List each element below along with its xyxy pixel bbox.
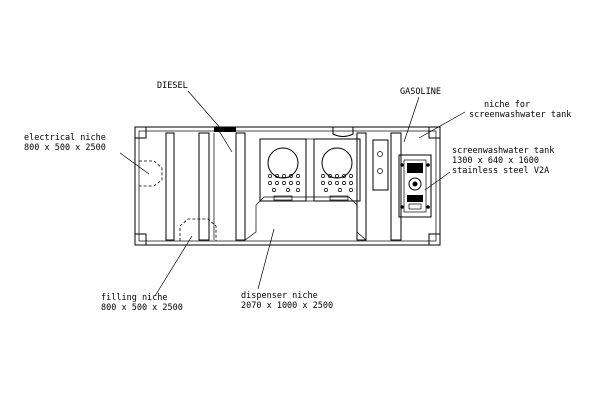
electrical-niche-outline [139, 160, 163, 187]
gasoline-column [372, 139, 389, 191]
label-dispenser-2: 2070 x 1000 x 2500 [241, 301, 333, 311]
label-tank-3: stainless steel V2A [452, 166, 549, 176]
label-tank-1: screenwashwater tank [452, 146, 554, 156]
label-filling-2: 800 x 500 x 2500 [101, 303, 183, 313]
label-filling-1: filling niche [101, 293, 168, 303]
dispenser-right [313, 138, 361, 202]
container-body [134, 126, 441, 246]
label-electrical-1: electrical niche [24, 133, 106, 143]
label-diesel: DIESEL [157, 81, 188, 91]
leader-lines [119, 90, 466, 297]
structural-posts [165, 132, 402, 241]
diesel-fill-pipe [214, 127, 236, 132]
filling-niche-outline [179, 218, 217, 241]
label-dispenser-1: dispenser niche [241, 291, 318, 301]
label-tank-2: 1300 x 640 x 1600 [452, 156, 539, 166]
label-niche-tank-1: niche for [484, 100, 530, 110]
label-gasoline: GASOLINE [400, 87, 441, 97]
label-niche-tank-2: screenwashwater tank [469, 110, 571, 120]
top-vent [332, 127, 354, 137]
dispenser-left [259, 138, 307, 202]
dispenser-niche-outline [244, 196, 367, 241]
screenwashwater-tank [398, 154, 432, 218]
label-electrical-2: 800 x 500 x 2500 [24, 143, 106, 153]
